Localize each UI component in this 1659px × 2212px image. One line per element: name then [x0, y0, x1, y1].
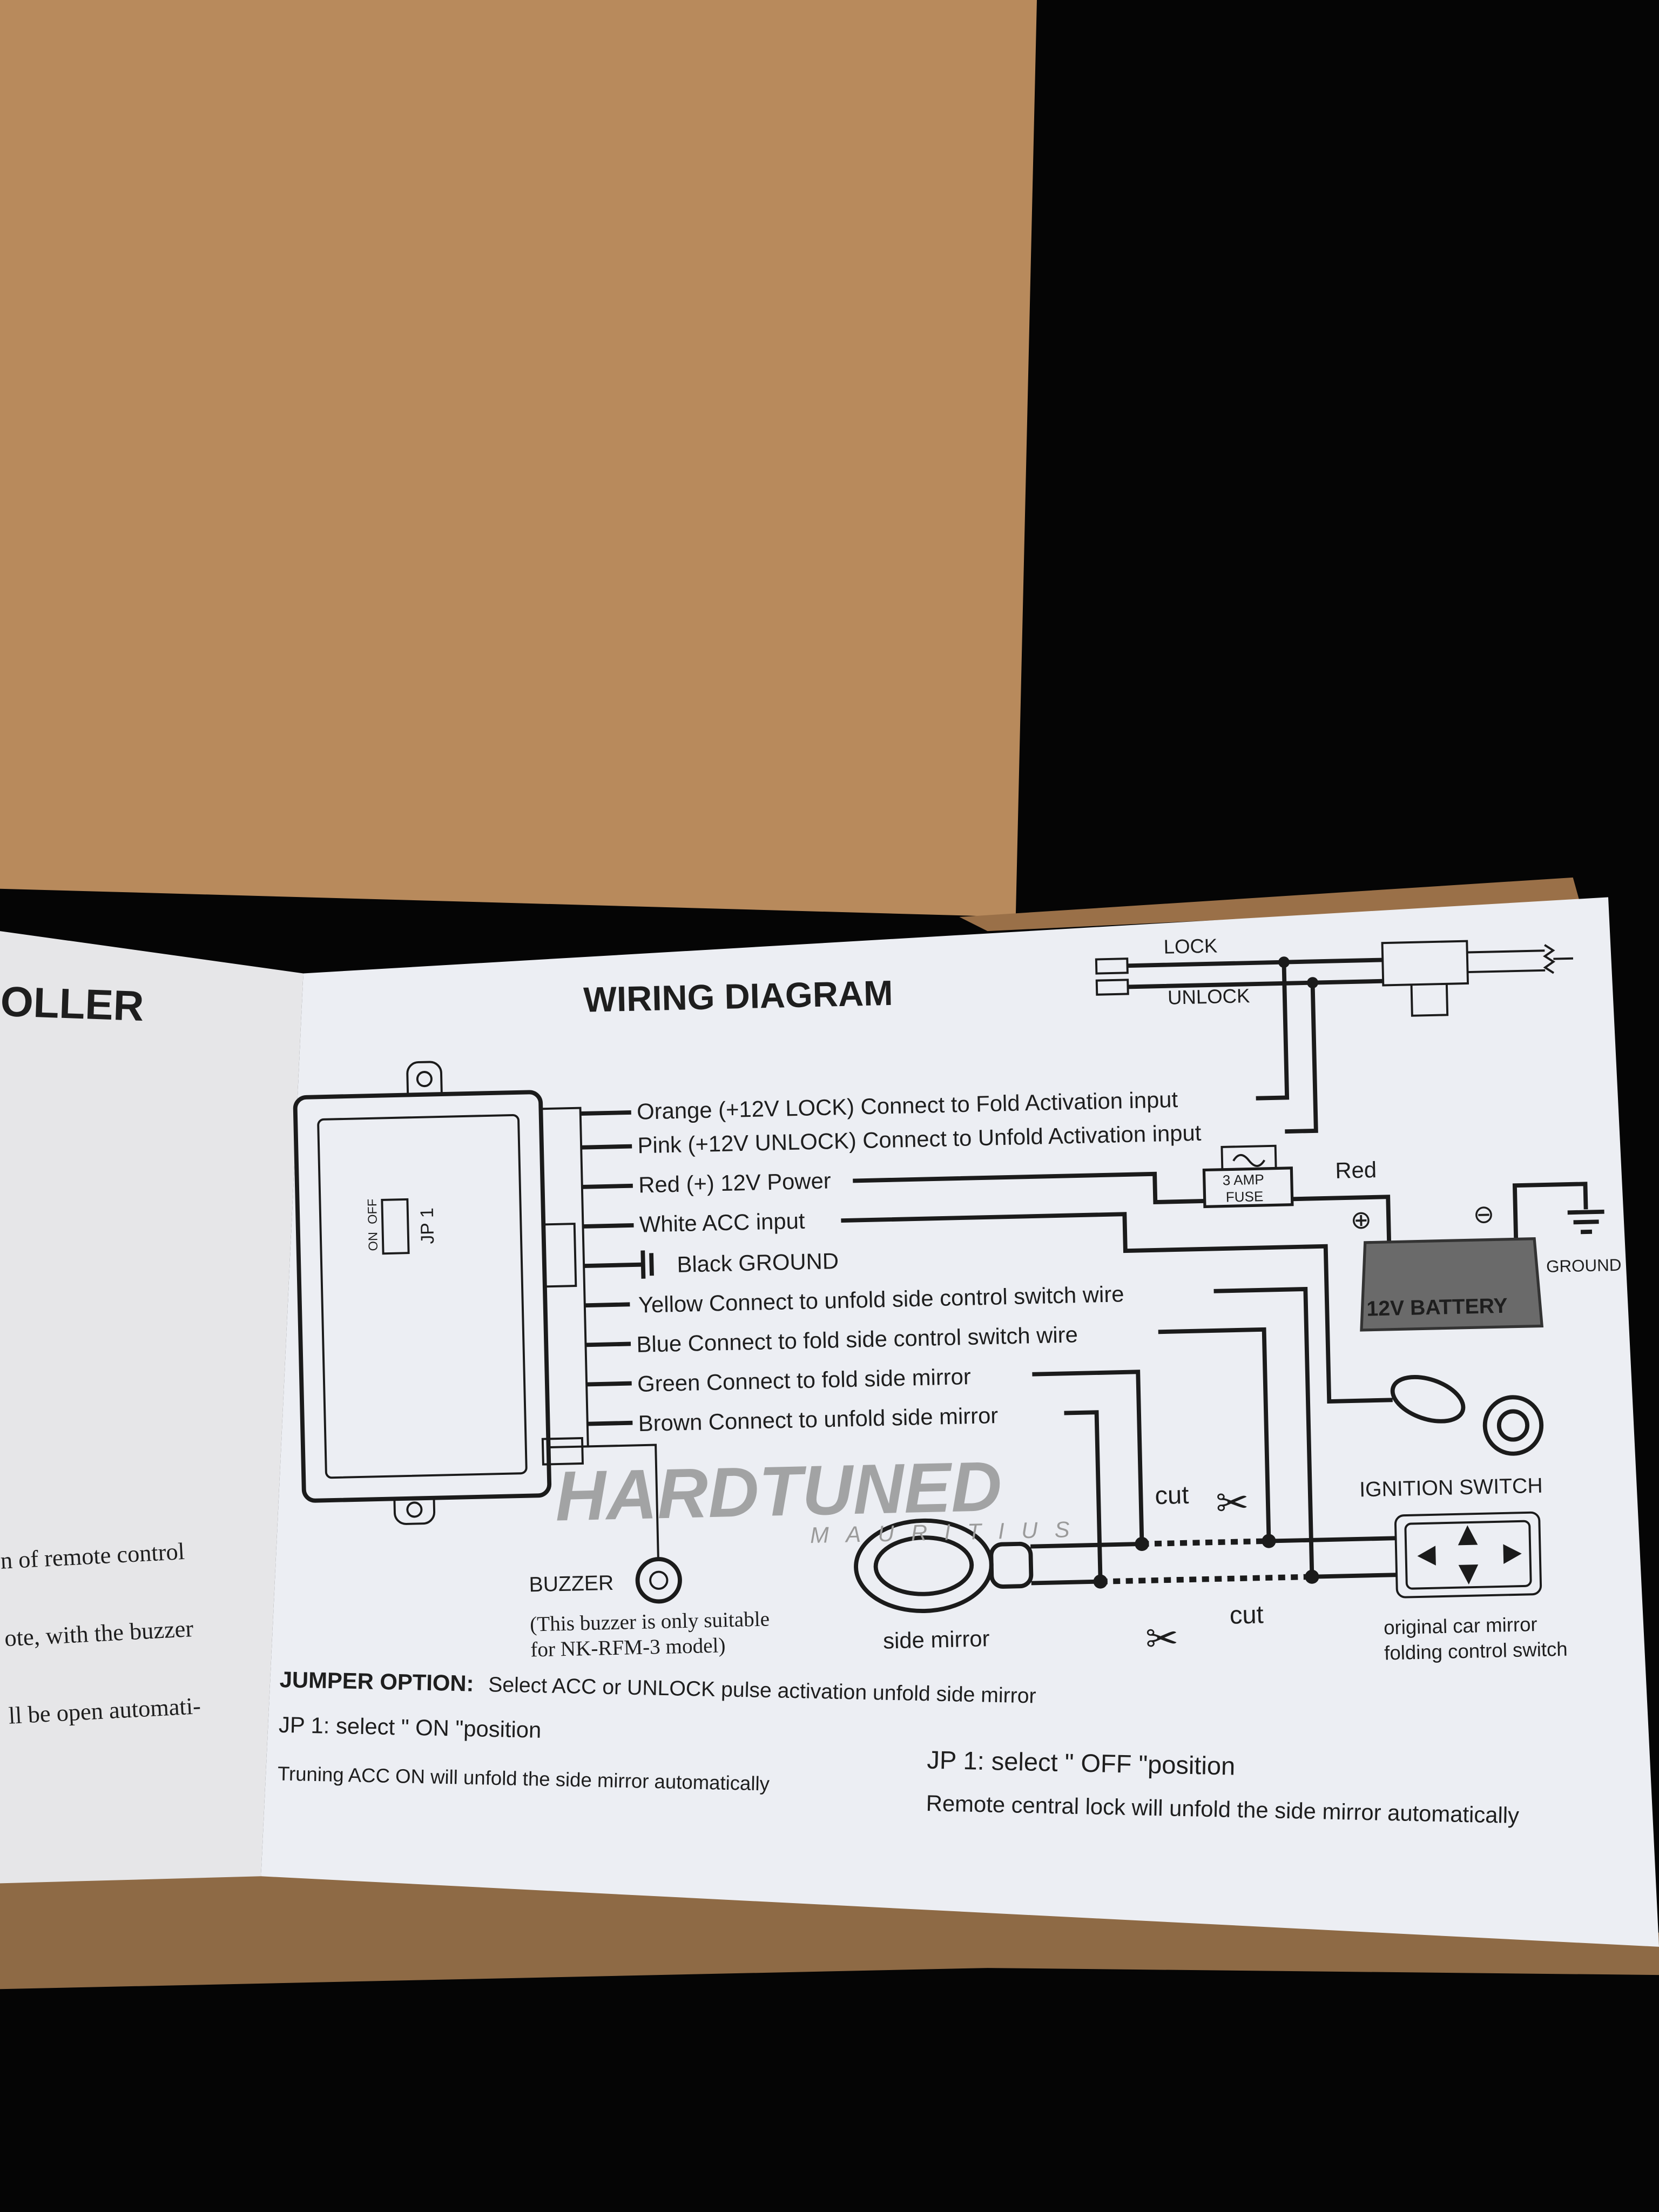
side-mirror-icon — [854, 1518, 1034, 1613]
control-module — [293, 1061, 589, 1525]
wire-label-red: Red (+) 12V Power — [638, 1168, 832, 1197]
left-page-heading: OLLER — [0, 977, 145, 1030]
buzzer-note-line1: (This buzzer is only suitable — [530, 1607, 770, 1636]
cardboard-box-bottom — [0, 1862, 1659, 1990]
cardboard-box-lid — [0, 0, 1037, 917]
fuse-label: FUSE — [1225, 1188, 1263, 1205]
red-wire-label: Red — [1335, 1157, 1377, 1183]
door-lock-actuator — [1095, 940, 1573, 1017]
cut-label-bottom: cut — [1229, 1600, 1264, 1629]
jumper-off-label: OFF — [365, 1198, 380, 1224]
ground-label: GROUND — [1546, 1256, 1622, 1276]
fuse: 3 AMP FUSE — [1202, 1144, 1294, 1209]
watermark-sub: MAURITIUS — [810, 1516, 1087, 1548]
negative-terminal-icon: ⊖ — [1473, 1199, 1495, 1229]
battery-label: 12V BATTERY — [1366, 1294, 1508, 1321]
fuse-rating: 3 AMP — [1222, 1171, 1264, 1189]
wire-label-white: White ACC input — [639, 1208, 805, 1237]
right-page — [261, 897, 1659, 1947]
jp1-on-title: JP 1: select " ON "position — [279, 1712, 542, 1743]
positive-terminal-icon: ⊕ — [1350, 1205, 1372, 1234]
switch-label-line2: folding control switch — [1384, 1638, 1568, 1664]
unlock-label: UNLOCK — [1168, 984, 1250, 1008]
scissors-icon: ✂ — [1215, 1481, 1249, 1525]
buzzer-label: BUZZER — [529, 1572, 614, 1597]
jumper-jp1[interactable]: ON OFF JP 1 — [365, 1197, 439, 1255]
lock-label: LOCK — [1163, 935, 1217, 958]
diagram-title: WIRING DIAGRAM — [583, 973, 894, 1020]
side-mirror-label: side mirror — [883, 1626, 990, 1653]
wire-label-black: Black GROUND — [677, 1248, 839, 1277]
ignition-switch-icon — [1390, 1375, 1544, 1456]
buzzer-icon — [635, 1557, 682, 1604]
cut-label-top: cut — [1155, 1480, 1189, 1509]
scissors-icon: ✂ — [1145, 1617, 1179, 1661]
switch-label-line1: original car mirror — [1384, 1613, 1537, 1638]
jumper-label: JP 1 — [417, 1208, 439, 1244]
ignition-switch-label: IGNITION SWITCH — [1359, 1474, 1543, 1502]
buzzer-note-line2: for NK-RFM-3 model) — [530, 1634, 726, 1661]
battery: ⊕ ⊖ 12V BATTERY — [1350, 1182, 1604, 1332]
jumper-on-label: ON — [366, 1232, 380, 1251]
mirror-switch-icon — [1394, 1511, 1542, 1599]
left-page — [0, 931, 304, 1884]
jp1-off-title: JP 1: select " OFF "position — [927, 1745, 1236, 1781]
cardboard-edge — [959, 877, 1580, 932]
watermark-brand: HARDTUNED — [554, 1447, 1002, 1536]
jumper-option-heading: JUMPER OPTION: — [279, 1667, 474, 1696]
